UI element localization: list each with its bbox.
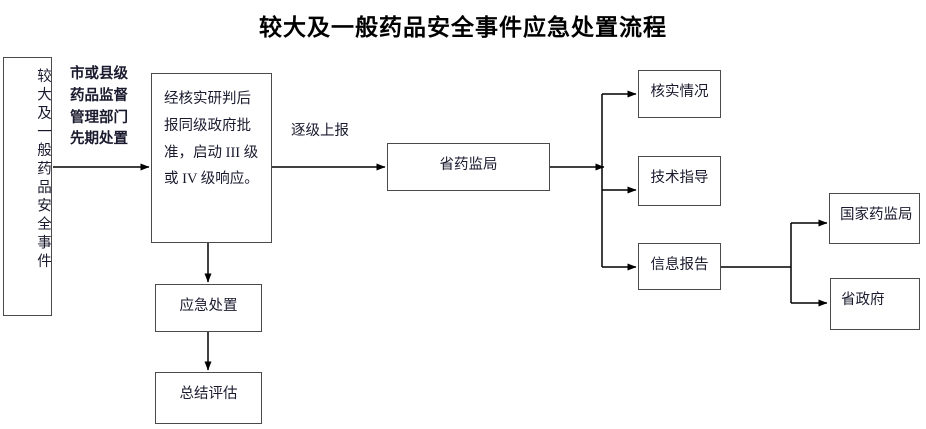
node-verify-situation[interactable]: 核实情况	[638, 70, 721, 118]
node-technical-guidance-label: 技术指导	[650, 170, 709, 186]
edge-label-report-upward: 逐级上报	[291, 123, 349, 139]
node-provincial-government-label: 省政府	[841, 292, 885, 308]
node-emergency-disposal[interactable]: 应急处置	[155, 284, 262, 332]
node-technical-guidance[interactable]: 技术指导	[638, 156, 721, 206]
edge-label-initial-disposal: 市或县级 药品监督 管理部门 先期处置	[70, 66, 128, 148]
node-incident[interactable]: 较大及一般药品安全事件	[3, 57, 52, 316]
node-emergency-disposal-label: 应急处置	[179, 298, 238, 314]
node-information-report[interactable]: 信息报告	[638, 243, 721, 290]
node-provincial-government[interactable]: 省政府	[830, 278, 920, 330]
node-provincial-mpa[interactable]: 省药监局	[387, 143, 550, 191]
node-review-label: 经核实研判后报同级政府批准，启动 III 级或 IV 级响应。	[164, 91, 259, 188]
node-information-report-label: 信息报告	[650, 257, 709, 273]
node-verify-situation-label: 核实情况	[650, 84, 709, 100]
node-summary-evaluation[interactable]: 总结评估	[155, 372, 262, 424]
node-review[interactable]: 经核实研判后报同级政府批准，启动 III 级或 IV 级响应。	[151, 73, 272, 243]
page-title: 较大及一般药品安全事件应急处置流程	[259, 15, 667, 40]
node-provincial-mpa-label: 省药监局	[439, 157, 498, 173]
node-national-mpa[interactable]: 国家药监局	[829, 193, 920, 244]
node-national-mpa-label: 国家药监局	[840, 207, 913, 223]
node-summary-evaluation-label: 总结评估	[179, 386, 238, 402]
node-incident-label: 较大及一般药品安全事件	[35, 68, 51, 272]
